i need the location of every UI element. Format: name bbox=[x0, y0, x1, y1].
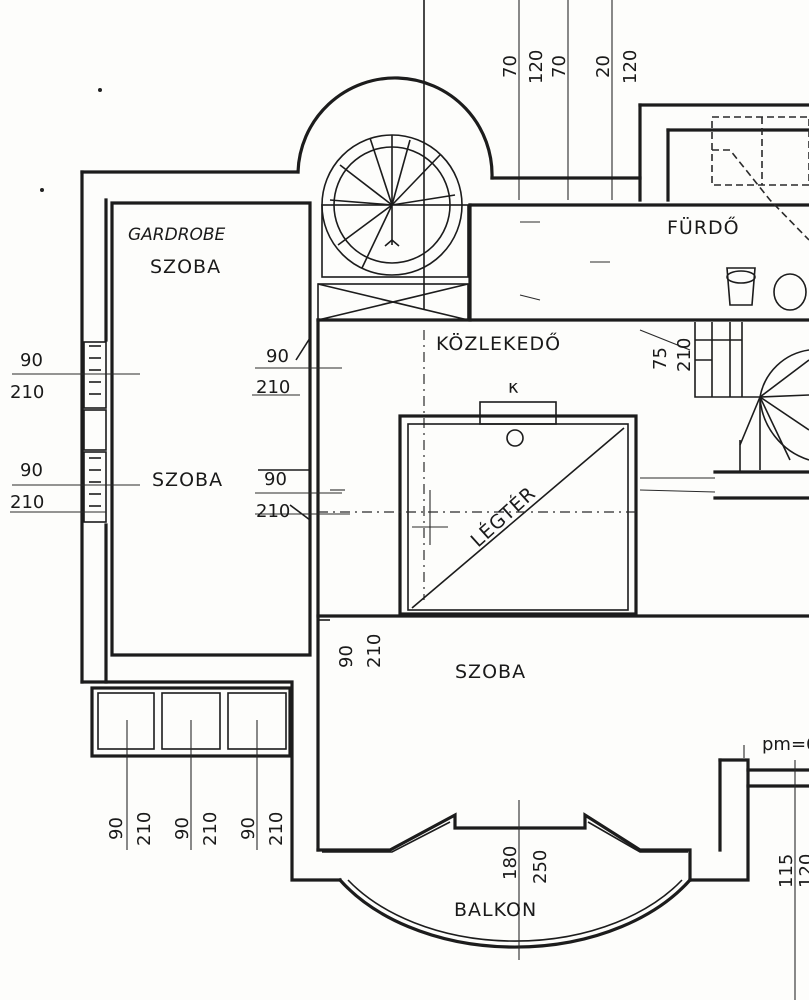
top-dim-3: 70 bbox=[549, 55, 570, 78]
dim-door-inner-lower-height: 210 bbox=[256, 501, 290, 522]
toilet bbox=[726, 267, 756, 306]
bathroom-dashes bbox=[519, 221, 610, 301]
dim-door-furdo-width: 75 bbox=[650, 347, 671, 370]
dot-mark bbox=[98, 88, 102, 92]
door-swings bbox=[258, 337, 330, 621]
room-label-kozlekedo: KÖZLEKEDŐ bbox=[436, 331, 561, 355]
dim-door-inner-upper-height: 210 bbox=[256, 377, 290, 398]
wardrobes bbox=[90, 686, 292, 850]
room-label-szoba-main: SZOBA bbox=[455, 661, 526, 683]
dim-right-edge-2: 120 bbox=[796, 854, 809, 888]
main-room-walls bbox=[316, 614, 809, 882]
dim-wardrobe-1-width: 90 bbox=[106, 817, 127, 840]
right-lower-elements bbox=[743, 745, 809, 1000]
room-label-gardrobe: GARDROBE bbox=[128, 225, 226, 245]
top-dim-4: 20 bbox=[593, 55, 614, 78]
dim-window-lower-height: 210 bbox=[10, 492, 44, 513]
dim-window-upper-width: 90 bbox=[20, 350, 43, 371]
top-dim-1: 70 bbox=[500, 55, 521, 78]
dim-wardrobe-1-height: 210 bbox=[134, 812, 155, 846]
dim-wardrobe-2-height: 210 bbox=[200, 812, 221, 846]
window-left-lower bbox=[83, 451, 107, 523]
dim-window-lower-width: 90 bbox=[20, 460, 43, 481]
dim-door-szoba-height: 210 bbox=[364, 634, 385, 668]
spiral-staircase-upper bbox=[321, 134, 469, 278]
wall-pier bbox=[83, 409, 107, 451]
washbasin bbox=[773, 273, 807, 311]
dim-wardrobe-3-height: 210 bbox=[266, 812, 287, 846]
window-left-upper bbox=[83, 341, 107, 409]
dim-wardrobe-3-width: 90 bbox=[238, 817, 259, 840]
room-label-szoba-top: SZOBA bbox=[150, 256, 221, 278]
bathtub bbox=[711, 116, 809, 241]
dim-window-upper-height: 210 bbox=[10, 382, 44, 403]
dim-wardrobe-2-width: 90 bbox=[172, 817, 193, 840]
axis-lines bbox=[423, 0, 613, 600]
room-label-legter: LÉGTÉR bbox=[466, 481, 540, 551]
dim-balkon-1: 180 bbox=[500, 846, 521, 880]
dim-door-szoba-width: 90 bbox=[336, 645, 357, 668]
dim-door-inner-upper-width: 90 bbox=[266, 346, 289, 367]
top-dim-2: 120 bbox=[526, 50, 547, 84]
dim-right-edge-1: 115 bbox=[776, 854, 797, 888]
cabinet-box bbox=[317, 283, 469, 321]
dim-door-furdo-height: 210 bbox=[674, 338, 695, 372]
airspace-void bbox=[318, 401, 640, 616]
level-mark: pm=6 bbox=[762, 734, 809, 755]
dim-balkon-2: 250 bbox=[530, 850, 551, 884]
room-label-szoba-mid: SZOBA bbox=[152, 469, 223, 491]
top-dimensions: 70 120 70 20 120 bbox=[500, 50, 641, 84]
left-room-walls bbox=[110, 201, 320, 852]
marker-k: κ bbox=[508, 377, 519, 398]
top-dim-5: 120 bbox=[620, 50, 641, 84]
dim-door-inner-lower-width: 90 bbox=[264, 469, 287, 490]
balcony bbox=[337, 800, 693, 960]
room-label-furdo: FÜRDŐ bbox=[667, 215, 740, 239]
room-label-balkon: BALKON bbox=[454, 899, 537, 921]
spiral-staircase-lower bbox=[639, 322, 809, 500]
leader-lines bbox=[10, 329, 691, 515]
dot-mark bbox=[40, 188, 44, 192]
